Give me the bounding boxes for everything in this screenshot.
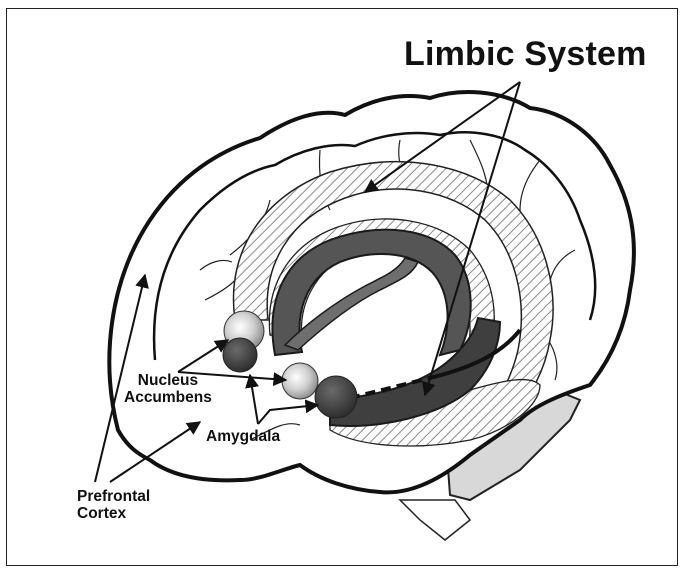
amygdala-sphere-light — [282, 363, 318, 399]
amygdala-sphere-dark — [315, 376, 357, 418]
amygdala-label: Amygdala — [206, 428, 280, 445]
diagram-title: Limbic System — [404, 36, 647, 73]
prefrontal-cortex-label-line2: Cortex — [77, 505, 150, 522]
nucleus-accumbens-label-line2: Accumbens — [124, 389, 212, 406]
prefrontal-cortex-label: Prefrontal Cortex — [77, 488, 150, 522]
nucleus-accumbens-label-line1: Nucleus — [124, 372, 212, 389]
nucleus-accumbens-sphere-dark — [223, 338, 257, 372]
nucleus-accumbens-label: Nucleus Accumbens — [124, 372, 212, 406]
brainstem-shape — [400, 500, 470, 540]
prefrontal-cortex-label-line1: Prefrontal — [77, 488, 150, 505]
